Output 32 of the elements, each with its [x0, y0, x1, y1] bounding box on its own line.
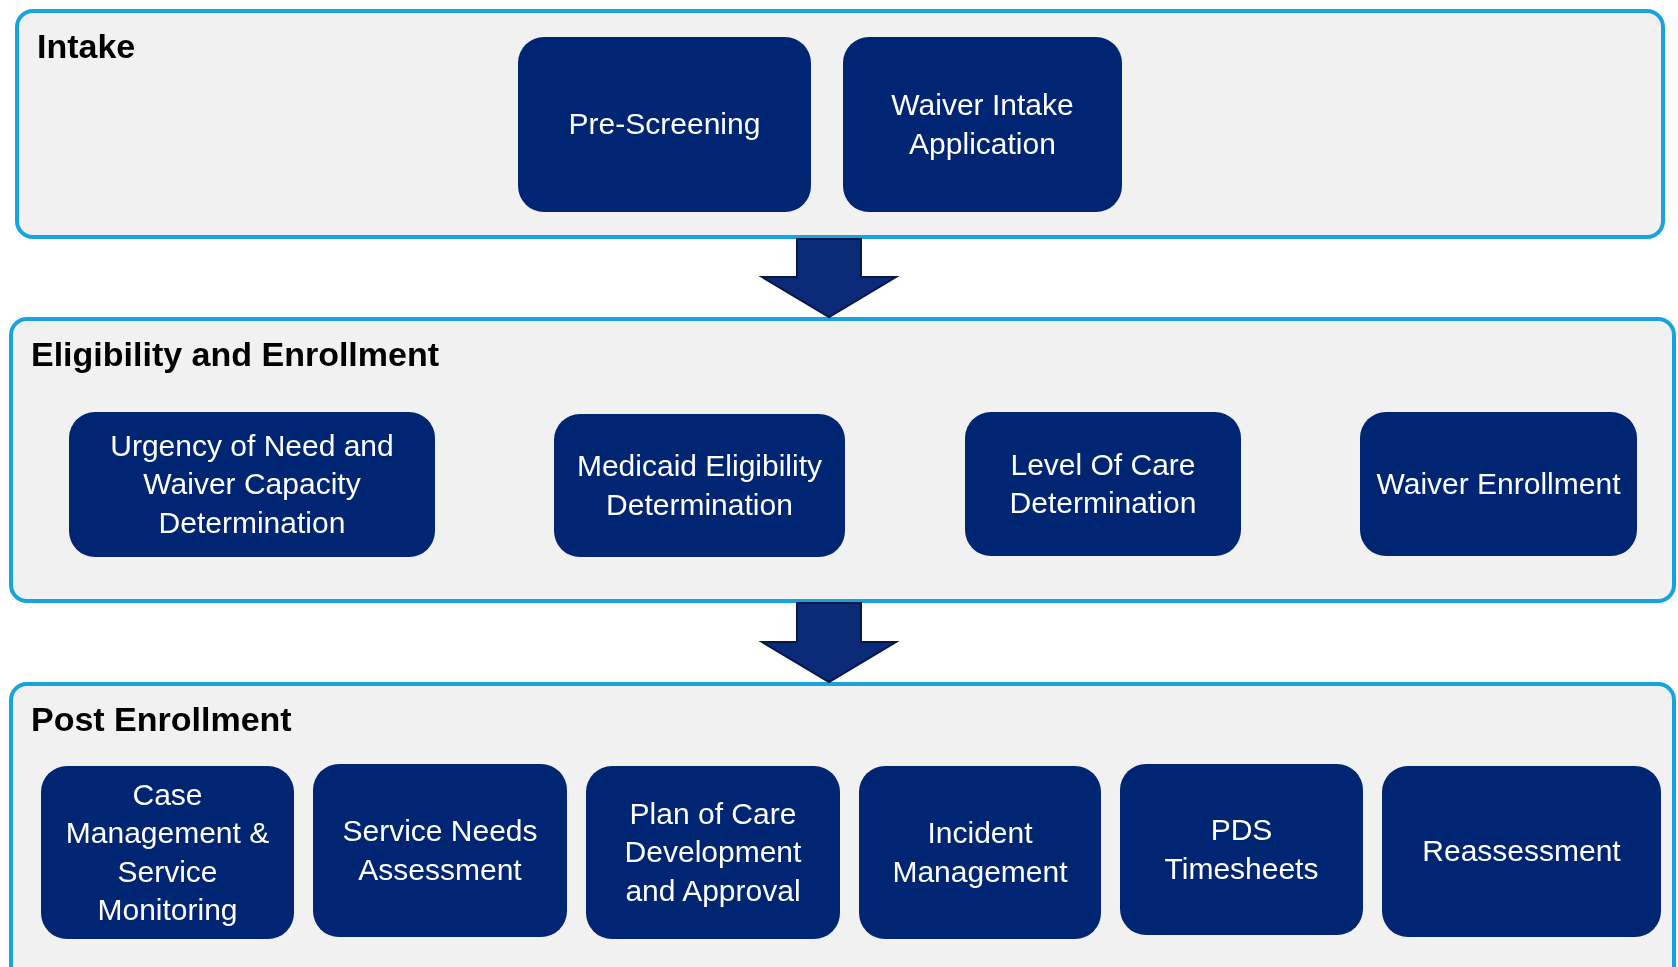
process-box [1360, 412, 1637, 556]
process-box [859, 766, 1101, 939]
step-label: Case Management & Service Monitoring [64, 777, 271, 928]
step-label: PDS Timesheets [1163, 812, 1320, 887]
process-box [69, 412, 435, 557]
process-box [965, 412, 1241, 556]
process-box [586, 766, 840, 939]
step-label: Medicaid Eligibility Determination [575, 448, 824, 523]
stage-panel [15, 9, 1665, 239]
step-label: Pre-Screening [568, 106, 761, 143]
process-box [843, 37, 1122, 212]
block-arrow [758, 602, 900, 684]
process-box [554, 414, 845, 557]
process-box [41, 766, 294, 939]
process-box [313, 764, 567, 937]
stage-panel [9, 682, 1676, 967]
step-label: Plan of Care Development and Approval [623, 796, 803, 909]
panel-title: Post Enrollment [31, 700, 292, 739]
step-label: Waiver Intake Application [890, 87, 1075, 162]
process-box [1120, 764, 1363, 935]
step-label: Level Of Care Determination [1008, 446, 1198, 521]
panel-title: Intake [37, 27, 136, 66]
step-label: Service Needs Assessment [341, 813, 539, 888]
step-label: Incident Management [891, 815, 1069, 890]
stage-panel [9, 317, 1676, 603]
block-arrow [758, 238, 900, 319]
panel-title: Eligibility and Enrollment [31, 335, 440, 374]
step-label: Waiver Enrollment [1376, 465, 1621, 502]
step-label: Urgency of Need and Waiver Capacity Determination [109, 428, 395, 541]
process-box [518, 37, 811, 212]
process-box [1382, 766, 1661, 937]
step-label: Reassessment [1422, 833, 1621, 870]
